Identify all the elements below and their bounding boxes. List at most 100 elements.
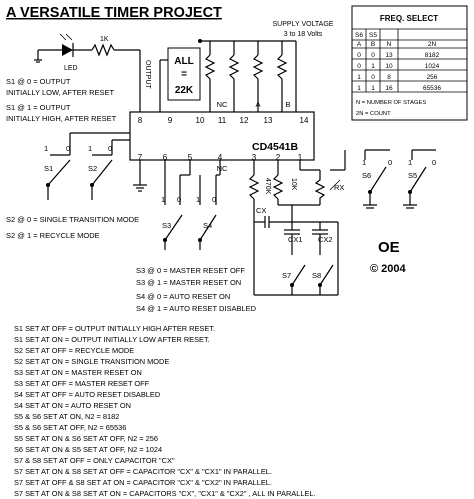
freq-subheader-b: B	[371, 41, 375, 48]
logo: OE	[378, 239, 400, 256]
note-s3-off: S3 @ 0 = MASTER RESET OFF	[136, 266, 245, 275]
chip-pin-number: 11	[218, 116, 227, 125]
pin-nc-top: NC	[217, 100, 228, 109]
s4-pos-0: 0	[212, 195, 216, 204]
chip-pin-number: 3	[252, 153, 257, 162]
s8-label: S8	[312, 271, 321, 280]
pullup-resistor-array	[159, 41, 297, 112]
freq-cell: 0	[371, 52, 375, 59]
setting-line: S1 SET AT ON = OUTPUT INITIALLY LOW AFTE…	[14, 335, 210, 344]
s7-label: S7	[282, 271, 291, 280]
switch-s2	[90, 139, 130, 200]
note-s4-on: S4 @ 0 = AUTO RESET ON	[136, 292, 230, 301]
freq-cell: 16	[385, 85, 393, 92]
freq-subheader-n: N	[387, 41, 392, 48]
freq-header-s6: S6	[355, 32, 363, 39]
freq-select-table: FREQ. SELECT S6 S5 A B N 2N 0 0 13 8182 …	[351, 5, 468, 121]
freq-select-title: FREQ. SELECT	[380, 14, 438, 23]
chip-pin-number: 8	[138, 116, 143, 125]
note-s2-single: S2 @ 0 = SINGLE TRANSITION MODE	[6, 215, 139, 224]
cx-label: CX	[256, 206, 266, 215]
freq-cell: 8182	[425, 52, 440, 59]
s1-label: S1	[44, 164, 53, 173]
freq-cell: 1	[371, 85, 375, 92]
switch-s4	[198, 160, 221, 250]
chip-name: CD4541B	[252, 141, 299, 153]
chip-pin-number: 2	[276, 153, 281, 162]
freq-cell: 1	[371, 63, 375, 70]
switch-s1	[46, 132, 130, 200]
resistor-1k-label: 1K	[100, 36, 109, 43]
r470k-label: 470K	[264, 178, 271, 195]
freq-cell: 10	[385, 63, 393, 70]
setting-line: S6 SET AT ON & S5 SET AT OFF, N2 = 1024	[14, 445, 162, 454]
s6-label: S6	[362, 171, 371, 180]
note-s4-disabled: S4 @ 1 = AUTO RESET DISABLED	[136, 304, 257, 313]
setting-line: S1 SET AT OFF = OUTPUT INITIALLY HIGH AF…	[14, 324, 215, 333]
switch-s3	[163, 160, 191, 250]
pullup-resistors-box	[167, 47, 201, 101]
setting-line: S7 SET AT ON & S8 SET AT OFF = CAPACITOR…	[14, 467, 272, 476]
freq-subheader-a: A	[357, 41, 362, 48]
setting-line: S2 SET AT ON = SINGLE TRANSITION MODE	[14, 357, 169, 366]
freq-cell: 0	[357, 52, 361, 59]
s5-pos-0: 0	[432, 158, 436, 167]
note-s1-high: S1 @ 1 = OUTPUT	[6, 103, 71, 112]
timing-network	[248, 150, 346, 296]
setting-line: S7 & S8 SET AT OFF = ONLY CAPACITOR "CX"	[14, 456, 175, 465]
chip-pin-number: 7	[138, 153, 143, 162]
switch-s5	[403, 149, 436, 209]
note-s1-low-2: INITIALLY LOW, AFTER RESET	[6, 88, 115, 97]
pin-b-label: B	[285, 100, 290, 109]
chip-pin-number: 12	[240, 116, 249, 125]
s1-pos-0: 0	[66, 144, 70, 153]
s4-pos-1: 1	[196, 195, 200, 204]
setting-line: S7 SET AT ON & S8 SET AT ON = CAPACITORS…	[14, 489, 316, 498]
freq-cell: 1	[357, 85, 361, 92]
chip-cd4541b	[129, 111, 315, 161]
freq-cell: 0	[371, 74, 375, 81]
led-label: LED	[64, 65, 78, 72]
cx1-label: CX1	[288, 235, 303, 244]
supply-label: SUPPLY VOLTAGE	[273, 21, 334, 28]
pin-a-label: A	[255, 100, 260, 109]
setting-line: S3 SET AT OFF = MASTER RESET OFF	[14, 379, 150, 388]
setting-line: S5 & S6 SET AT OFF, N2 = 65536	[14, 423, 126, 432]
freq-cell: 256	[427, 74, 438, 81]
setting-line: S4 SET AT OFF = AUTO RESET DISABLED	[14, 390, 160, 399]
s5-label: S5	[408, 171, 417, 180]
r10k-label: 10K	[290, 178, 297, 191]
switch-s6	[363, 149, 390, 209]
title: A VERSATILE TIMER PROJECT	[6, 5, 222, 21]
freq-cell: 65536	[423, 85, 441, 92]
freq-note-count: 2N = COUNT	[356, 111, 391, 117]
freq-cell: 8	[387, 74, 391, 81]
note-s1-high-2: INITIALLY HIGH, AFTER RESET	[6, 114, 117, 123]
s3-pos-0: 0	[177, 195, 181, 204]
rx-label: RX	[334, 183, 344, 192]
setting-line: S2 SET AT OFF = RECYCLE MODE	[14, 346, 134, 355]
s2-pos-1: 1	[88, 144, 92, 153]
note-s3-on: S3 @ 1 = MASTER RESET ON	[136, 278, 241, 287]
chip-pin-number: 10	[196, 116, 205, 125]
setting-line: S5 & S6 SET AT ON, N2 = 8182	[14, 412, 119, 421]
setting-line: S4 SET AT ON = AUTO RESET ON	[14, 401, 131, 410]
freq-subheader-2n: 2N	[428, 41, 437, 48]
led-circuit	[34, 33, 141, 112]
output-label: OUTPUT	[144, 60, 151, 90]
eq-label: =	[181, 69, 187, 80]
chip-pin-number: 13	[264, 116, 273, 125]
supply-rail	[198, 39, 296, 43]
s3-label: S3	[162, 221, 171, 230]
s2-pos-0: 0	[108, 144, 112, 153]
setting-line: S7 SET AT OFF & S8 SET AT ON = CAPACITOR…	[14, 478, 272, 487]
chip-pin-number: 4	[218, 153, 223, 162]
pin-nc-bottom: NC	[217, 164, 228, 173]
s6-pos-0: 0	[388, 158, 392, 167]
freq-cell: 1024	[425, 63, 440, 70]
s1-pos-1: 1	[44, 144, 48, 153]
s2-label: S2	[88, 164, 97, 173]
note-s1-low: S1 @ 0 = OUTPUT	[6, 77, 71, 86]
chip-pin-number: 14	[300, 116, 309, 125]
